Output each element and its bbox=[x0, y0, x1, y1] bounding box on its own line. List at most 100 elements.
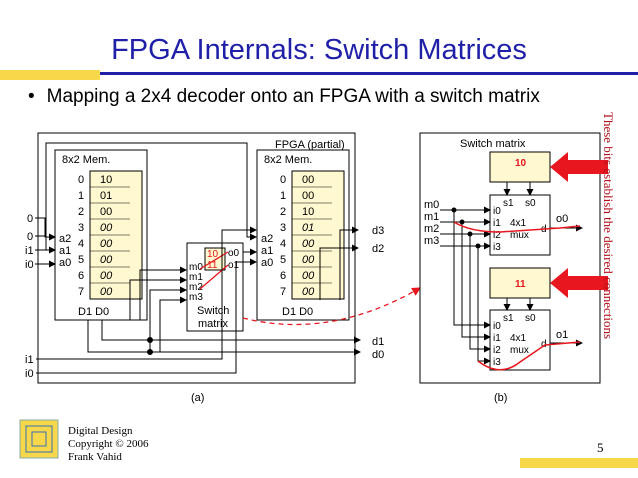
mux-bottom bbox=[489, 309, 551, 371]
mux-bottom-out: d bbox=[541, 339, 547, 350]
mux-mem-bottom bbox=[489, 267, 551, 299]
page-number: 5 bbox=[597, 440, 604, 455]
mem2-row-value: 00 bbox=[302, 238, 315, 250]
mux-bottom-i3: i3 bbox=[493, 357, 501, 368]
mem2-row-address: 2 bbox=[280, 206, 286, 218]
mux-bottom-s1: s1 bbox=[503, 313, 514, 324]
switch-in-m0: m0 bbox=[189, 262, 203, 273]
switch-bit-0: 10 bbox=[207, 249, 219, 260]
mem1-row-value: 00 bbox=[100, 222, 113, 234]
mem2-row-address: 0 bbox=[280, 174, 286, 186]
switch-conn-a1 bbox=[199, 251, 229, 270]
mem1-row-value: 00 bbox=[100, 286, 113, 298]
mem1-row-address: 7 bbox=[78, 286, 84, 298]
mux-mem-top-value: 10 bbox=[515, 158, 527, 169]
left-input-0b: 0 bbox=[27, 231, 33, 243]
out-d3: d3 bbox=[372, 225, 384, 237]
bits-arrow-bottom-icon bbox=[550, 268, 608, 298]
mux-top-i0: i0 bbox=[493, 206, 501, 217]
mux-top-i1: i1 bbox=[493, 218, 501, 229]
accent-bar-left bbox=[0, 70, 100, 80]
mem1-addr-a2: a2 bbox=[59, 233, 71, 245]
mux-bottom-s0: s0 bbox=[525, 313, 536, 324]
title-underline bbox=[100, 72, 638, 75]
mem2-addr-a2: a2 bbox=[261, 233, 273, 245]
mux-top-i3: i3 bbox=[493, 242, 501, 253]
mem1-row-value: 00 bbox=[100, 238, 113, 250]
mem2-row-value: 10 bbox=[302, 206, 314, 218]
switch-out-o1: o1 bbox=[228, 260, 240, 271]
mem2-row-value: 00 bbox=[302, 254, 315, 266]
switch-in-m2: m2 bbox=[189, 282, 203, 293]
panel-b-m2: m2 bbox=[424, 223, 439, 235]
mem2-row-address: 1 bbox=[280, 190, 286, 202]
mux-bottom-name2: mux bbox=[510, 345, 529, 356]
mem2-row-value: 01 bbox=[302, 222, 314, 234]
mem2-row-address: 7 bbox=[280, 286, 286, 298]
mem1-row-value: 00 bbox=[100, 206, 112, 218]
out-d1: d1 bbox=[372, 336, 384, 348]
connection-path-bottom bbox=[477, 341, 581, 371]
switch-label-2: matrix bbox=[198, 318, 228, 330]
mux-bottom-i2: i2 bbox=[493, 345, 501, 356]
fpga-label: FPGA (partial) bbox=[275, 139, 345, 151]
bottom-input-i1: i1 bbox=[25, 354, 34, 366]
mux-top-name2: mux bbox=[510, 230, 529, 241]
bullet-dot-icon: • bbox=[28, 86, 35, 107]
bits-arrow-top-icon bbox=[550, 152, 608, 182]
left-input-i0: i0 bbox=[25, 259, 34, 271]
accent-bar-right bbox=[520, 458, 638, 468]
mux-mem-top bbox=[489, 151, 551, 183]
mem1-title: 8x2 Mem. bbox=[62, 154, 110, 166]
mem1-row-address: 2 bbox=[78, 206, 84, 218]
footer-line-2: Copyright © 2006 bbox=[68, 438, 149, 450]
mem2-row-address: 4 bbox=[280, 238, 286, 250]
mem2-row-address: 3 bbox=[280, 222, 286, 234]
bullet-text: Mapping a 2x4 decoder onto an FPGA with … bbox=[46, 86, 540, 107]
mem2-row-value: 00 bbox=[302, 174, 314, 186]
bottom-input-i0: i0 bbox=[25, 368, 34, 380]
mux-top-name: 4x1 bbox=[510, 218, 527, 229]
mem1-row-address: 5 bbox=[78, 254, 84, 266]
book-logo-inner bbox=[25, 425, 53, 453]
caption-a: (a) bbox=[191, 392, 204, 404]
panel-b-o1: o1 bbox=[556, 329, 568, 341]
footer-line-1: Digital Design bbox=[68, 425, 133, 437]
switch-label-1: Switch bbox=[197, 305, 229, 317]
panel-b-m1: m1 bbox=[424, 211, 439, 223]
switch-in-m3: m3 bbox=[189, 292, 203, 303]
mem2-row-value: 00 bbox=[302, 190, 314, 202]
mem1-row-value: 01 bbox=[100, 190, 112, 202]
mux-bottom-name: 4x1 bbox=[510, 333, 527, 344]
connection-path-top bbox=[453, 221, 581, 233]
left-input-0a: 0 bbox=[27, 213, 33, 225]
caption-b: (b) bbox=[494, 392, 507, 404]
mem1-addr-a1: a1 bbox=[59, 245, 71, 257]
mem2-footer: D1 D0 bbox=[282, 306, 313, 318]
mem1-addr-a0: a0 bbox=[59, 257, 71, 269]
panel-b-m0: m0 bbox=[424, 199, 439, 211]
mem1-row-address: 0 bbox=[78, 174, 84, 186]
mux-bottom-i1: i1 bbox=[493, 333, 501, 344]
mux-top-s0: s0 bbox=[525, 198, 536, 209]
mem2-row-address: 5 bbox=[280, 254, 286, 266]
mem1-footer: D1 D0 bbox=[78, 306, 109, 318]
mem1-row-address: 3 bbox=[78, 222, 84, 234]
bullet-item: • Mapping a 2x4 decoder onto an FPGA with… bbox=[28, 86, 540, 108]
left-input-i1: i1 bbox=[25, 245, 34, 257]
mem1-row-address: 1 bbox=[78, 190, 84, 202]
mux-top-s1: s1 bbox=[503, 198, 514, 209]
out-d0: d0 bbox=[372, 349, 384, 361]
side-note: These bits establish the desired connect… bbox=[601, 112, 616, 339]
mem2-addr-a0: a0 bbox=[261, 257, 273, 269]
mem1-row-address: 4 bbox=[78, 238, 84, 250]
slide-title: FPGA Internals: Switch Matrices bbox=[111, 34, 527, 66]
switch-in-m1: m1 bbox=[189, 272, 203, 283]
mem1-row-value: 00 bbox=[100, 270, 113, 282]
mem2-row-value: 00 bbox=[302, 286, 315, 298]
mem2-title: 8x2 Mem. bbox=[264, 154, 312, 166]
mux-top-i2: i2 bbox=[493, 230, 501, 241]
out-d2: d2 bbox=[372, 243, 384, 255]
panel-b-o0: o0 bbox=[556, 213, 568, 225]
mem2-row-value: 00 bbox=[302, 270, 315, 282]
